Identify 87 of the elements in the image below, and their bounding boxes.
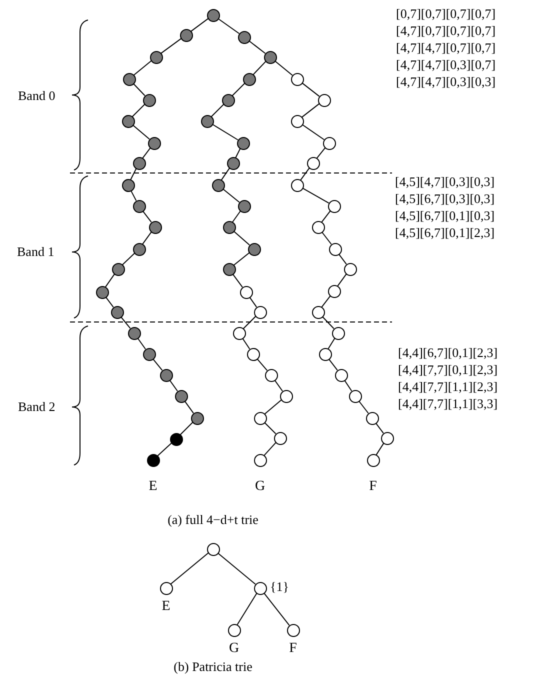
tree-edge (217, 552, 256, 585)
leaf-label: E (148, 479, 158, 495)
tree-edge (105, 296, 114, 308)
tree-edge (222, 188, 240, 203)
tree-edge (210, 104, 224, 118)
tree-edge (132, 104, 146, 118)
text-label: [4,7][4,7][0,7][0,7] (396, 40, 496, 56)
text-label: [4,7][0,7][0,7][0,7] (396, 23, 496, 39)
tree-edge (220, 167, 230, 181)
tree-edge (248, 296, 258, 308)
tree-edge (242, 316, 256, 330)
text-label: Band 0 (18, 88, 56, 104)
tree-edge (337, 273, 347, 287)
tree-edge (122, 252, 136, 266)
tree-edge (132, 82, 146, 96)
text-label: [4,5][6,7][0,3][0,3] (395, 191, 495, 207)
tree-edge (316, 147, 326, 159)
tree-edge (132, 124, 150, 140)
tree-edge (264, 442, 276, 456)
text-label: [4,5][4,7][0,3][0,3] (395, 174, 495, 190)
tree-edge (170, 552, 209, 585)
leaf-label: {1} (270, 579, 289, 595)
tree-edge (212, 124, 238, 140)
tree-edge (156, 442, 172, 456)
tree-edge (142, 147, 151, 159)
tree-edge (168, 379, 178, 392)
tree-edge (252, 60, 266, 76)
text-label: [4,7][4,7][0,3][0,3] (396, 74, 496, 90)
tree-edge (338, 253, 347, 265)
leaf-label: G (228, 641, 240, 657)
text-label: [4,5][6,7][0,1][0,3] (395, 208, 495, 224)
tree-edge (301, 82, 320, 97)
leaf-label: E (162, 599, 170, 615)
tree-edge (160, 38, 182, 54)
figure-caption: (b) Patricia trie (174, 659, 252, 675)
tree-edge (232, 273, 243, 288)
leaf-label: F (289, 641, 297, 657)
tree-edge (300, 167, 310, 181)
text-label: [4,7][4,7][0,3][0,7] (396, 57, 496, 73)
tree-edge (233, 230, 250, 246)
text-label: [4,4][7,7][0,1][2,3] (398, 362, 498, 378)
text-label: [0,7][0,7][0,7][0,7] (396, 6, 496, 22)
text-label: [4,4][6,7][0,1][2,3] (398, 345, 498, 361)
tree-edge (235, 148, 241, 158)
tree-edge (264, 399, 282, 415)
tree-edge (264, 422, 276, 434)
tree-edge (274, 379, 284, 392)
tree-edge (358, 400, 369, 414)
leaf-label: F (369, 479, 377, 495)
tree-edge (142, 231, 152, 245)
tree-edge (232, 210, 242, 223)
tree-edge (328, 338, 336, 350)
tree-edge (328, 358, 338, 371)
tree-edge (302, 187, 330, 204)
tree-edge (256, 358, 268, 371)
leaf-label: G (254, 479, 266, 495)
tree-edge (344, 380, 352, 392)
text-label: [4,5][6,7][0,1][2,3] (395, 225, 495, 241)
figure-caption: (a) full 4−d+t trie (168, 512, 258, 528)
tree-edge (152, 358, 163, 371)
tree-edge (248, 40, 266, 54)
tree-edge (190, 18, 209, 32)
tree-edge (375, 422, 384, 434)
tree-edge (130, 168, 137, 180)
tree-edge (242, 338, 250, 350)
tree-edge (301, 103, 320, 118)
tree-edge (233, 252, 250, 266)
text-label: Band 2 (18, 399, 56, 415)
tree-edge (104, 273, 116, 288)
text-label: Band 1 (17, 244, 54, 260)
tree-edge (232, 82, 246, 96)
tree-edge (321, 295, 331, 308)
text-label: [4,4][7,7][1,1][2,3] (398, 379, 498, 395)
tree-edge (133, 60, 152, 76)
tree-edge (184, 400, 194, 414)
tree-edge (274, 60, 293, 76)
tree-edge (136, 337, 146, 350)
tree-edge (236, 592, 258, 626)
tree-edge (321, 231, 332, 245)
tree-edge (142, 210, 152, 223)
tree-edge (130, 190, 137, 202)
text-label: [4,4][7,7][1,1][3,3] (398, 396, 498, 412)
tree-edge (322, 316, 334, 330)
tree-edge (180, 422, 194, 436)
tree-edge (120, 316, 131, 329)
tree-edge (263, 592, 290, 626)
tree-edge (321, 210, 331, 223)
